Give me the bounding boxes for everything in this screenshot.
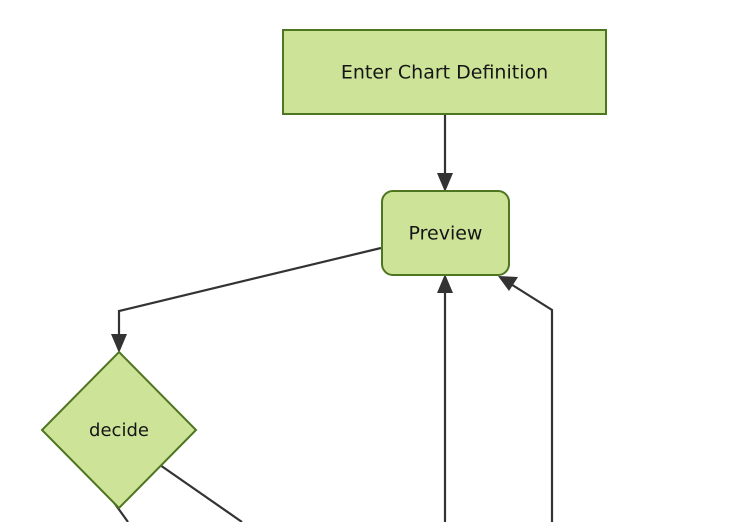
- arrowhead-return-right-to-preview: [498, 276, 518, 291]
- node-shape-enter-chart-definition[interactable]: [282, 29, 607, 115]
- edge-preview-to-decide: [111, 246, 382, 353]
- edge-enter-to-preview: [437, 114, 453, 192]
- edge-return-center-to-preview: [437, 274, 453, 522]
- edge-line-return-right-to-preview: [505, 280, 554, 522]
- node-shape-preview[interactable]: [381, 190, 510, 276]
- node-preview[interactable]: Preview: [381, 190, 510, 276]
- edge-line-preview-to-decide: [117, 246, 382, 343]
- node-enter-chart-definition[interactable]: Enter Chart Definition: [282, 29, 607, 115]
- arrowhead-return-center-to-preview: [437, 274, 453, 293]
- arrowhead-enter-to-preview: [437, 173, 453, 192]
- edge-return-right-to-preview: [498, 276, 554, 522]
- arrowhead-preview-to-decide: [111, 334, 127, 353]
- node-shape-decide[interactable]: [40, 350, 198, 510]
- edge-line-decide-branch-right: [159, 464, 243, 522]
- edge-decide-branch-right: [159, 464, 243, 522]
- node-decide[interactable]: decide: [40, 350, 198, 510]
